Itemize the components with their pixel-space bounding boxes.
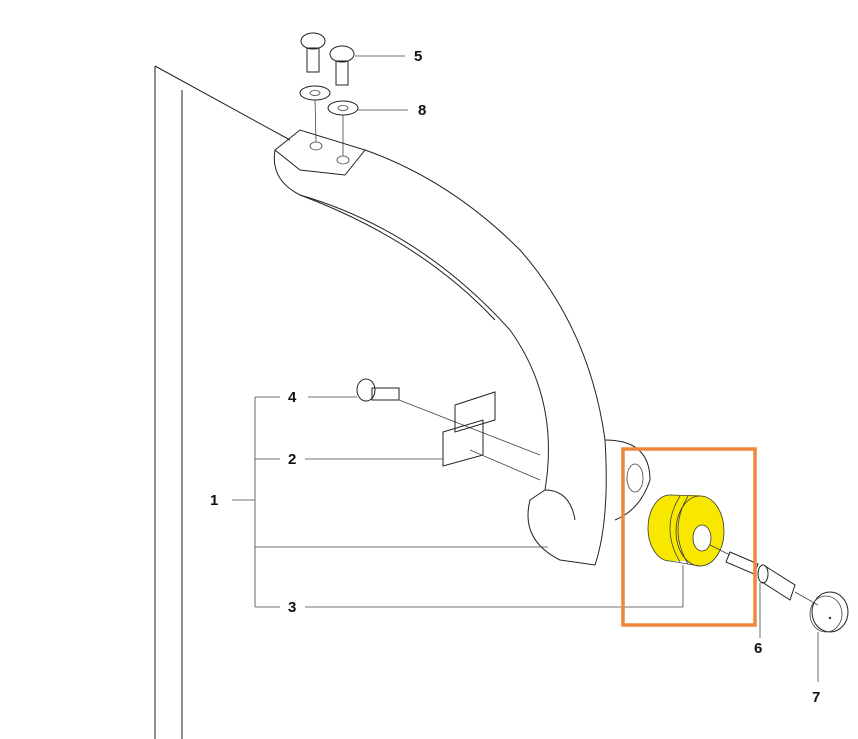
highlighted-grommet — [647, 494, 725, 567]
callout-5: 5 — [414, 48, 423, 65]
leader-lines — [232, 55, 819, 682]
highlight-box — [621, 447, 757, 627]
screws-and-washers — [299, 32, 359, 156]
callout-3: 3 — [288, 599, 297, 616]
frame-outline — [154, 65, 291, 739]
callout-4: 4 — [288, 389, 297, 406]
handle-bar — [273, 129, 651, 566]
callout-1: 1 — [210, 492, 219, 509]
callout-6: 6 — [754, 640, 763, 657]
callout-7: 7 — [812, 689, 821, 706]
bolt-and-bracket — [356, 378, 541, 481]
pin-and-cap — [709, 544, 849, 633]
callout-2: 2 — [288, 451, 297, 468]
callout-8: 8 — [418, 102, 427, 119]
